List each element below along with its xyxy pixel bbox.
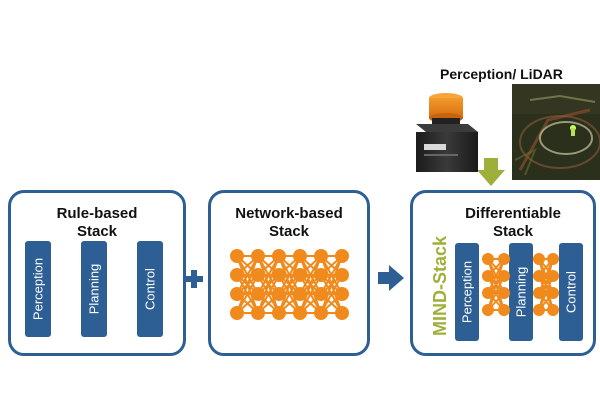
network-edge <box>538 275 554 311</box>
network-edge <box>257 255 280 295</box>
network-edge <box>236 255 259 295</box>
neuron-node <box>335 306 349 320</box>
neuron-node <box>272 306 286 320</box>
rule-based-title-line2: Stack <box>76 223 118 240</box>
differentiable-title-line1: Differentiable <box>465 205 561 222</box>
network-edge <box>278 255 301 295</box>
neuron-node <box>547 304 559 316</box>
neuron-node <box>251 249 265 263</box>
neuron-node <box>533 287 545 299</box>
neuron-node <box>314 249 328 263</box>
network-edge <box>299 274 322 314</box>
rule-based-title-line1: Rule-based <box>56 205 138 222</box>
neuron-node <box>335 287 349 301</box>
neuron-node <box>547 270 559 282</box>
neuron-node <box>533 304 545 316</box>
network-edge <box>538 258 554 311</box>
neuron-node <box>314 306 328 320</box>
rule-control-module: Control <box>137 241 163 337</box>
network-edge <box>320 274 343 314</box>
neuron-node <box>482 253 494 265</box>
network-based-title: Network-based Stack <box>211 205 367 241</box>
lidar-sensor-image <box>416 93 478 172</box>
neuron-node <box>482 270 494 282</box>
neuron-node <box>293 306 307 320</box>
sensor-title: Perception/ LiDAR <box>440 66 563 82</box>
network-edge <box>236 274 259 314</box>
rule-based-stack-box: Rule-based Stack Perception Planning Con… <box>8 190 186 356</box>
neural-network-icon <box>230 249 349 320</box>
neuron-node <box>293 268 307 282</box>
neuron-node <box>251 287 265 301</box>
neuron-node <box>314 287 328 301</box>
neuron-node <box>335 268 349 282</box>
diff-planning-module: Planning <box>509 243 533 341</box>
arrow-down-icon <box>477 158 505 186</box>
neuron-node <box>498 287 510 299</box>
neuron-node <box>533 253 545 265</box>
network-edge <box>487 275 505 311</box>
mini-network-icon-2 <box>533 253 559 316</box>
lidar-pointcloud-image <box>512 84 600 180</box>
neuron-node <box>482 287 494 299</box>
neuron-node <box>251 306 265 320</box>
differentiable-title-line2: Stack <box>492 223 534 240</box>
mini-network-icon-1 <box>482 253 510 316</box>
network-based-title-line1: Network-based <box>235 205 343 222</box>
neuron-node <box>547 253 559 265</box>
neuron-node <box>230 306 244 320</box>
neuron-node <box>547 287 559 299</box>
neuron-node <box>230 287 244 301</box>
network-edge <box>299 255 322 314</box>
network-based-title-line2: Stack <box>268 223 310 240</box>
neuron-node <box>482 304 494 316</box>
network-edge <box>257 255 280 314</box>
arrow-right-icon <box>378 265 404 291</box>
network-edge <box>278 255 301 314</box>
neuron-node <box>293 287 307 301</box>
network-edge <box>278 274 301 314</box>
neuron-node <box>314 268 328 282</box>
neuron-node <box>293 249 307 263</box>
neuron-node <box>335 249 349 263</box>
neuron-node <box>230 268 244 282</box>
network-edge <box>257 274 280 314</box>
network-edge <box>487 258 505 311</box>
differentiable-title: Differentiable Stack <box>433 205 593 241</box>
neuron-node <box>498 270 510 282</box>
rule-perception-module: Perception <box>25 241 51 337</box>
neuron-node <box>272 249 286 263</box>
neuron-node <box>498 304 510 316</box>
network-edge <box>299 255 322 295</box>
neuron-node <box>498 253 510 265</box>
network-edge <box>320 255 343 314</box>
network-edge <box>320 255 343 295</box>
rule-planning-module: Planning <box>81 241 107 337</box>
rule-based-title: Rule-based Stack <box>11 205 183 241</box>
neuron-node <box>251 268 265 282</box>
diff-control-module: Control <box>559 243 583 341</box>
plus-icon <box>185 270 203 288</box>
diff-perception-module: Perception <box>455 243 479 341</box>
neuron-node <box>272 268 286 282</box>
neuron-node <box>272 287 286 301</box>
neuron-node <box>533 270 545 282</box>
network-edge <box>236 255 259 314</box>
neuron-node <box>230 249 244 263</box>
